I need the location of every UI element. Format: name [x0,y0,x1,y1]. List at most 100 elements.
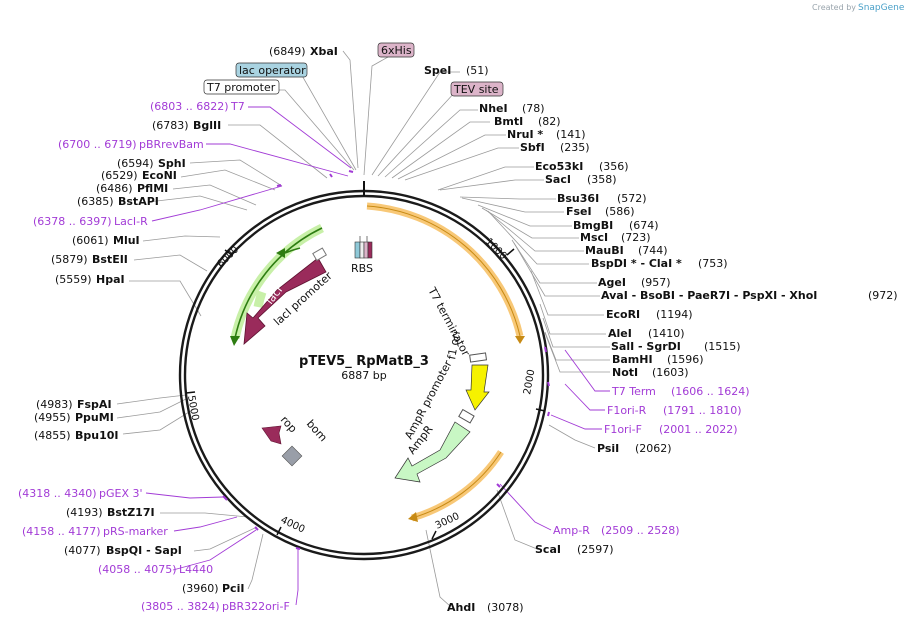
laci-gene-arrow [243,257,327,345]
svg-text:BglII: BglII [193,119,221,132]
svg-text:(6803 .. 6822): (6803 .. 6822) [150,100,229,113]
svg-text:(5559): (5559) [55,273,92,286]
orf-arc-top-line [366,205,521,337]
plasmid-name: pTEV5_ RpMatB_3 [299,354,429,369]
svg-text:PciI: PciI [222,582,244,595]
bom-box [281,445,303,467]
svg-text:(2597): (2597) [577,543,614,556]
laci-promoter-arc-arrowhead [230,336,240,346]
svg-text:Bsu36I: Bsu36I [557,192,599,205]
svg-text:EcoRI: EcoRI [606,308,640,321]
site-scai: ScaI(2597) [535,543,614,556]
primer-amp-r: Amp-R(2509 .. 2528) [553,524,680,537]
svg-text:HpaI: HpaI [96,273,125,286]
site-ppumi: (4955)PpuMI [34,411,114,424]
svg-text:NotI: NotI [612,366,638,379]
svg-text:(6486): (6486) [96,182,133,195]
svg-text:AvaI - BsoBI - PaeR7I: AvaI - BsoBI - PaeR7I - PspXI - XhoI [601,289,817,302]
rbs-label: RBS [351,262,373,275]
laci-promoter-box [312,247,328,262]
f1-ori-label: f1 ori [445,330,463,361]
site-agei: AgeI(957) [598,276,671,289]
site-spei: SpeI (51) [424,64,489,77]
site-bmgbi: BmgBI(674) [573,219,659,232]
svg-text:PpuMI: PpuMI [75,411,114,424]
svg-text:AleI: AleI [608,327,632,340]
site-fsei: FseI(586) [566,205,635,218]
svg-text:(3078): (3078) [487,601,524,614]
feature-box-tev-site: TEV site [450,81,504,97]
svg-text:T7 promoter: T7 promoter [206,81,276,94]
site-saci: SacI(358) [545,173,617,186]
svg-text:MauBI: MauBI [585,244,624,257]
site-mlui: (6061)MluI [72,234,140,247]
site-eco53ki: Eco53kI(356) [535,160,629,173]
svg-text:BspQI - SapI: BspQI - SapI [106,544,182,557]
svg-text:pBRrevBam: pBRrevBam [139,138,204,151]
site-bstapi: (6385) BstAPI [77,195,159,208]
svg-text:(6783): (6783) [152,119,189,132]
svg-text:TEV site: TEV site [453,83,499,96]
svg-text:(78): (78) [522,102,545,115]
site-noti: NotI (1603) [612,366,689,379]
svg-text:(1515): (1515) [704,340,741,353]
primer-f1ori-f: F1ori-F(2001 .. 2022) [604,423,738,436]
site-bsu36i: Bsu36I(572) [557,192,647,205]
site-hpai: (5559) HpaI [55,273,125,286]
primer-prs-marker: (4158 .. 4177)pRS-marker [22,525,168,538]
svg-text:(6529): (6529) [101,169,138,182]
primer-l4440: (4058 .. 4075)L4440 [98,563,213,576]
orf-arc-ampr-line [411,451,502,519]
svg-text:BspDI * - ClaI *: BspDI * - ClaI * [591,257,682,270]
site-xbai: (6849)XbaI [269,45,338,58]
laci-promoter-arc [234,227,323,339]
svg-text:lac operator: lac operator [239,64,306,77]
orf-arc-ampr-arrowhead [408,512,418,522]
site-bamhi: BamHI(1596) [612,353,704,366]
svg-text:F1ori-R: F1ori-R [607,404,647,417]
svg-text:(1603): (1603) [652,366,689,379]
primer-pgex-3: (4318 .. 4340)pGEX 3' [18,487,143,500]
rop-arrow [261,425,282,445]
scale-ticks [185,248,546,540]
site-bspqi-sapi: (4077)BspQI - SapI [64,544,182,557]
svg-text:(51): (51) [466,64,489,77]
svg-text:(6385): (6385) [77,195,114,208]
svg-text:SpeI: SpeI [424,64,451,77]
svg-text:(957): (957) [641,276,671,289]
svg-text:(6700 .. 6719): (6700 .. 6719) [58,138,137,151]
primer-laci-r: (6378 .. 6397)LacI-R [33,215,148,228]
svg-text:(4983): (4983) [36,398,73,411]
tick-label-5000: 5000 [185,395,200,422]
svg-text:BmtI: BmtI [494,115,523,128]
svg-text:NheI: NheI [479,102,508,115]
feature-box-lac-operator: lac operator [235,62,308,78]
t7-terminator-box [469,352,488,363]
svg-text:(2001 .. 2022): (2001 .. 2022) [659,423,738,436]
orf-arc-top-arrowhead [515,336,525,344]
svg-text:(356): (356) [599,160,629,173]
primer-t7-term: T7 Term(1606 .. 1624) [611,385,750,398]
site-bsteii: (5879)BstEII [51,253,128,266]
site-bspdi-clai: BspDI * - ClaI *(753) [591,257,728,270]
svg-text:SphI: SphI [158,157,186,170]
svg-text:BstEII: BstEII [92,253,128,266]
tick-label-2000: 2000 [522,369,537,396]
svg-text:MscI: MscI [580,231,608,244]
svg-text:FspAI: FspAI [77,398,112,411]
svg-text:BamHI: BamHI [612,353,653,366]
svg-text:(586): (586) [605,205,635,218]
svg-text:pBR322ori-F: pBR322ori-F [222,600,290,613]
svg-text:SacI: SacI [545,173,571,186]
svg-text:(6061): (6061) [72,234,109,247]
svg-text:AhdI: AhdI [447,601,475,614]
svg-text:BstAPI: BstAPI [118,195,159,208]
svg-text:(4193): (4193) [66,506,103,519]
f1-ori-arrow [465,364,490,411]
site-msci: MscI(723) [580,231,651,244]
snapgene-logo-text: SnapGene [858,3,905,13]
primer-t7: (6803 .. 6822)T7 [150,100,245,113]
svg-text:BstZ17I: BstZ17I [107,506,155,519]
primer-pbrrevbam: (6700 .. 6719)pBRrevBam [58,138,204,151]
